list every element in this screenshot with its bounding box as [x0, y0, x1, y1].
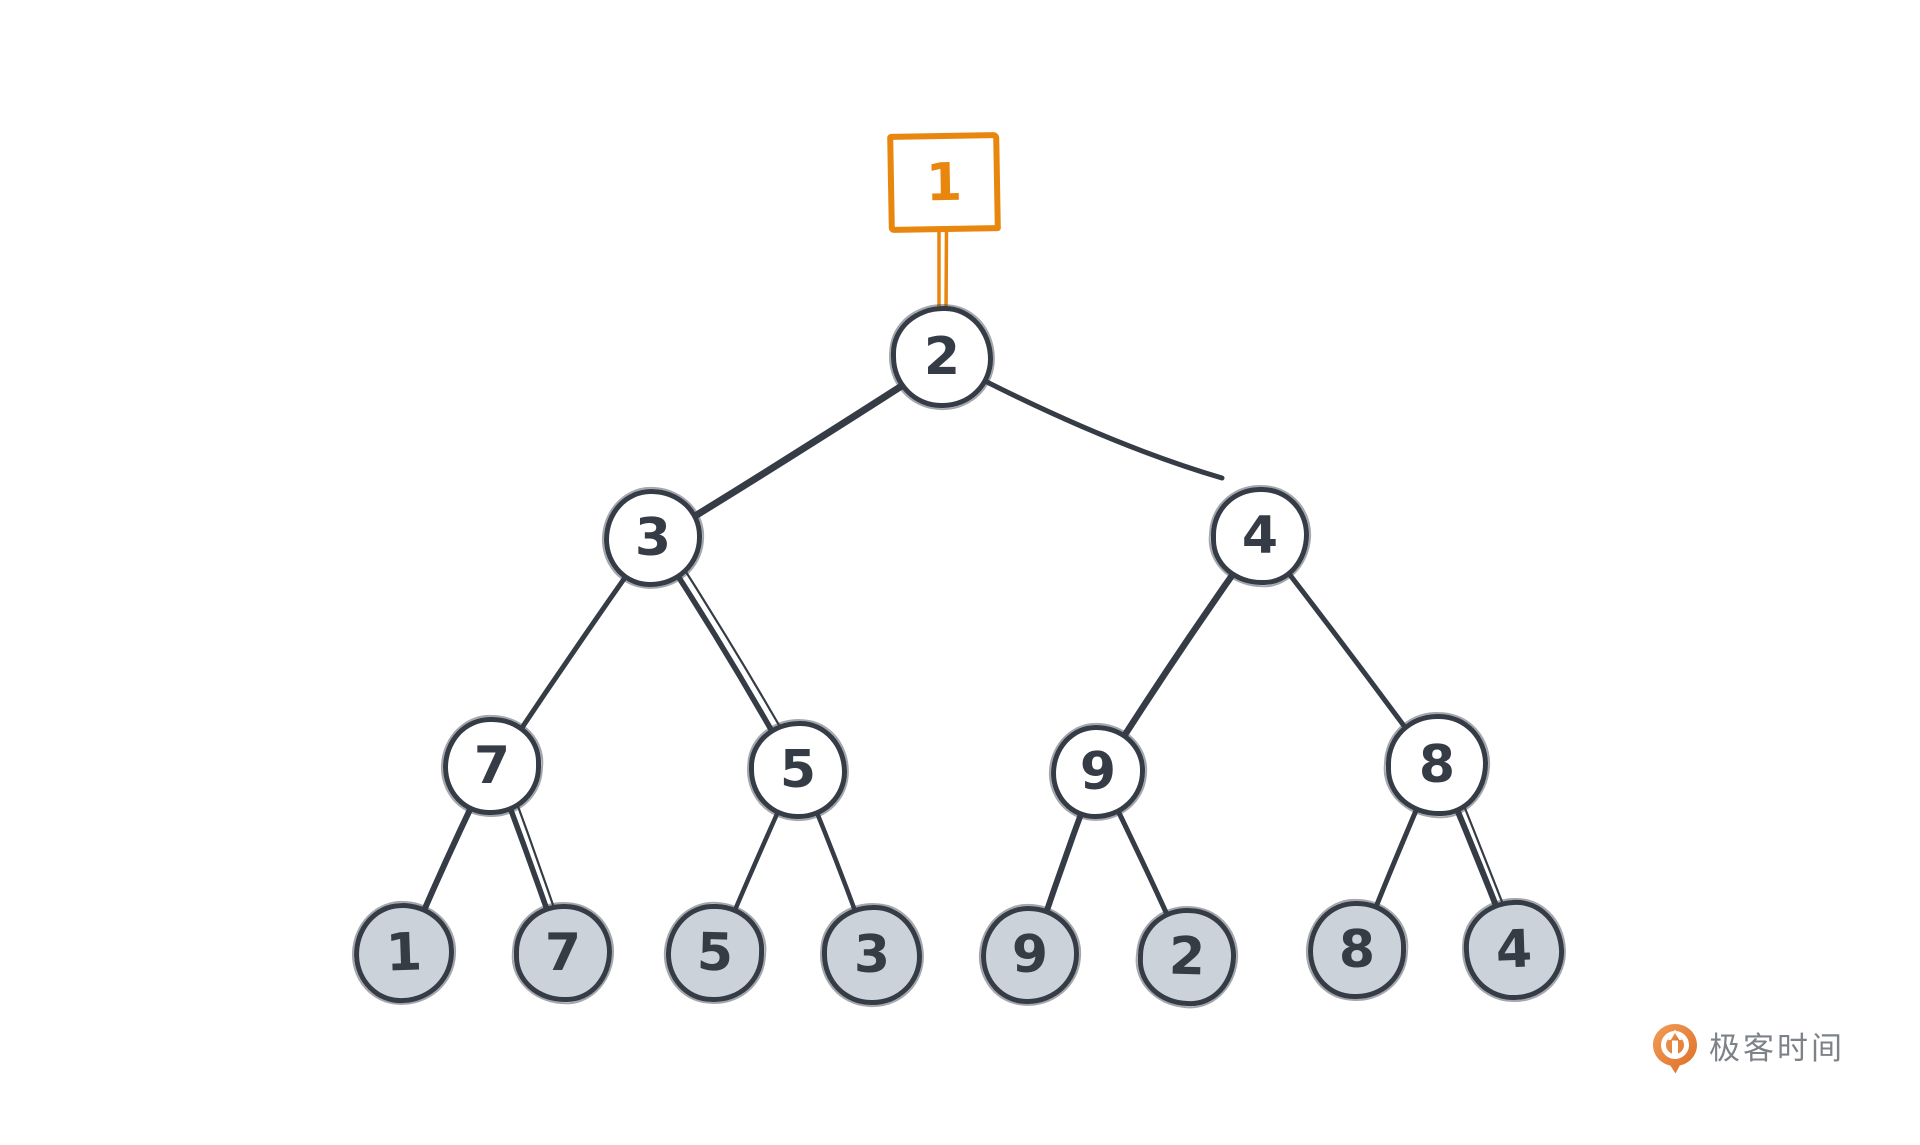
- leaf-label: 8: [1338, 920, 1376, 980]
- pointer-edge: [944, 225, 949, 316]
- edge: [652, 356, 946, 544]
- tree-node-left: 3: [604, 489, 702, 587]
- tree-node-left-left: 7: [443, 717, 541, 815]
- leaf-node-7: 7: [514, 904, 612, 1002]
- node-label: 5: [779, 740, 817, 800]
- tree-node-right-left: 9: [1051, 725, 1145, 819]
- geektime-pin-icon: [1653, 1024, 1697, 1074]
- node-label: 9: [1079, 742, 1117, 802]
- brand-logo-text: 极客时间: [1709, 1030, 1845, 1067]
- leaf-node-3: 3: [822, 905, 922, 1005]
- leaf-label: 5: [696, 922, 734, 984]
- tree-node-right-right: 8: [1386, 714, 1488, 816]
- node-label: 7: [473, 736, 511, 796]
- node-label: 2: [923, 327, 961, 387]
- leaf-label: 7: [544, 923, 582, 983]
- leaf-label: 9: [1011, 925, 1049, 985]
- node-label: 3: [634, 508, 672, 568]
- pointer-label: 1: [925, 152, 963, 213]
- edge: [945, 359, 1225, 481]
- pointer-box: 1: [887, 132, 1001, 233]
- leaf-label: 4: [1494, 919, 1534, 981]
- tree-node-left-right: 5: [749, 721, 847, 819]
- tree-node-right: 4: [1211, 487, 1309, 585]
- brand-logo: 极客时间: [1653, 1024, 1845, 1074]
- leaf-node-9: 9: [981, 906, 1079, 1004]
- leaf-label: 1: [384, 922, 424, 984]
- leaf-node-8: 8: [1308, 901, 1406, 999]
- leaf-label: 3: [853, 925, 891, 985]
- node-label: 8: [1418, 735, 1456, 795]
- tree-node-root: 2: [891, 306, 993, 408]
- node-label: 4: [1241, 506, 1279, 566]
- leaf-label: 2: [1168, 926, 1206, 988]
